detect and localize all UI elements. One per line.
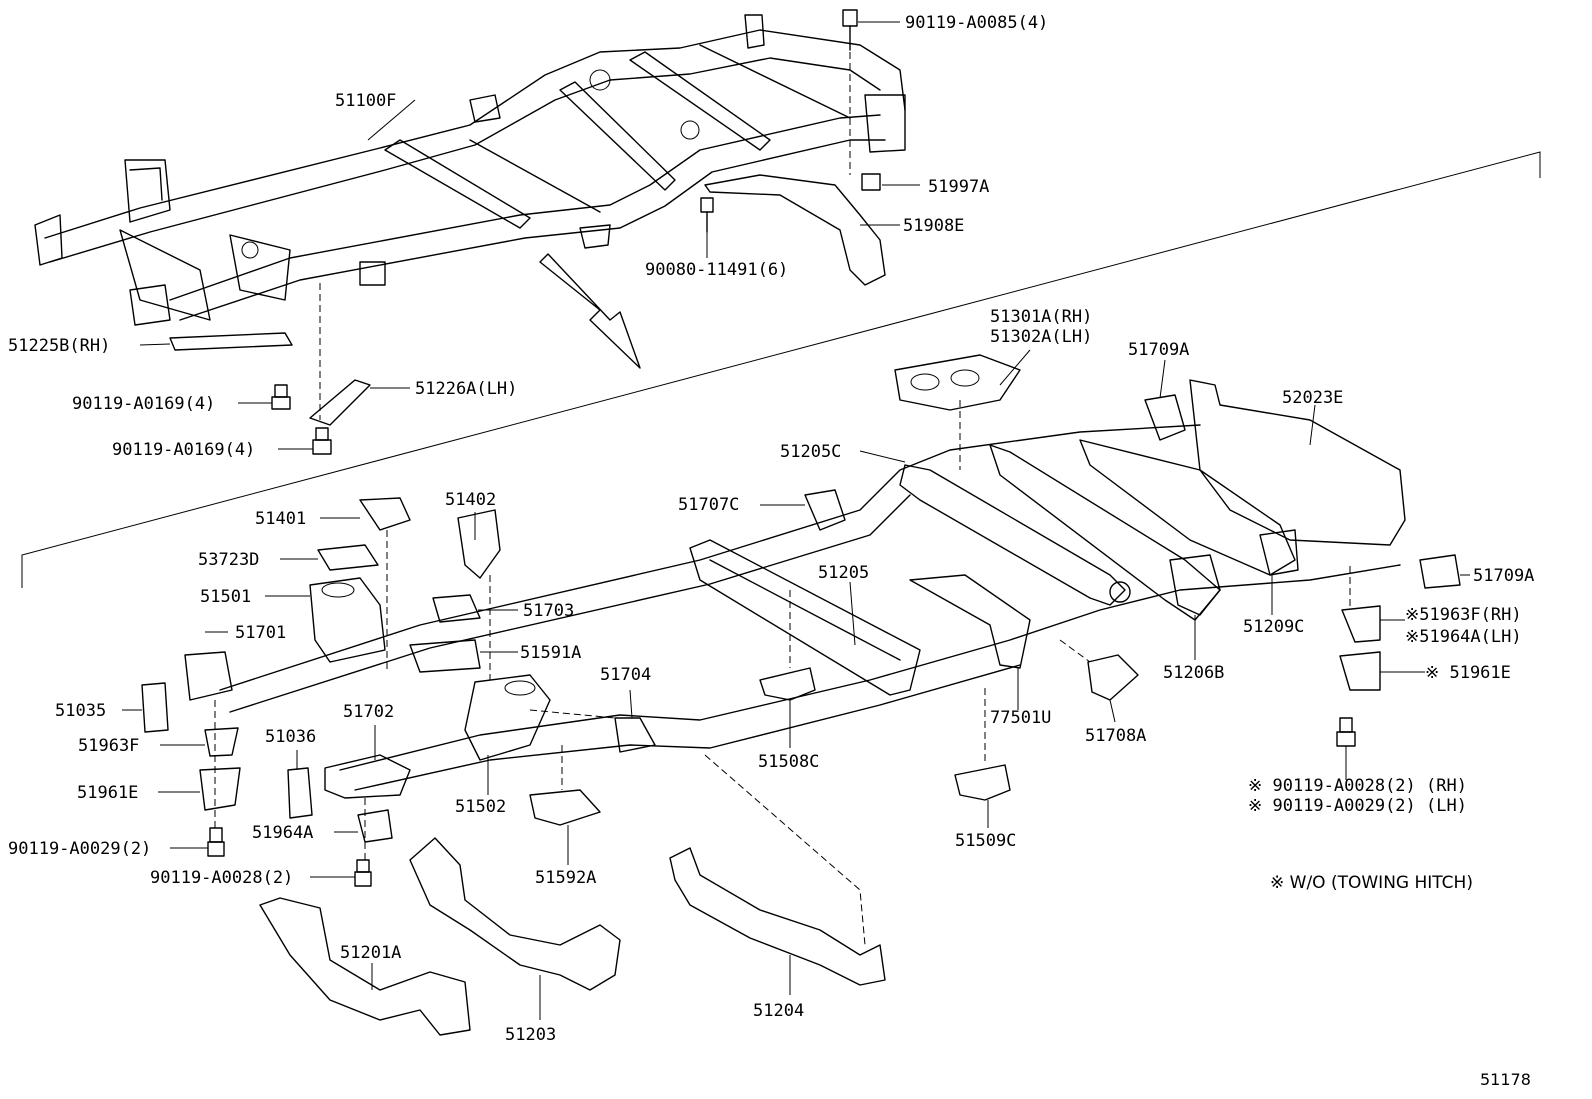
label-51963F-rh: ※51963F(RH) <box>1405 605 1522 625</box>
label-51209C: 51209C <box>1243 617 1304 637</box>
label-90119-A0028-rh: ※ 90119-A0028(2) (RH) <box>1248 776 1467 796</box>
label-51205: 51205 <box>818 563 869 583</box>
label-51709A-top: 51709A <box>1128 340 1189 360</box>
label-51704: 51704 <box>600 665 651 685</box>
label-90119-A0028: 90119-A0028(2) <box>150 868 293 888</box>
bolt-90119-A0169-a <box>271 384 291 410</box>
label-52023E: 52023E <box>1282 388 1343 408</box>
label-51225B: 51225B(RH) <box>8 336 110 356</box>
label-51708A: 51708A <box>1085 726 1146 746</box>
rear-bracket-51908E <box>704 173 886 286</box>
label-53723D: 53723D <box>198 550 259 570</box>
label-51592A: 51592A <box>535 868 596 888</box>
label-51707C: 51707C <box>678 495 739 515</box>
figure-number: 51178 <box>1480 1070 1531 1089</box>
bolt-90119-A0085 <box>842 9 858 51</box>
label-51035: 51035 <box>55 701 106 721</box>
label-51908E: 51908E <box>903 216 964 236</box>
label-51100F: 51100F <box>335 91 396 111</box>
exploded-frame <box>141 354 1461 1036</box>
label-51509C: 51509C <box>955 831 1016 851</box>
bolt-90080-11491 <box>700 197 714 233</box>
label-51963F: 51963F <box>78 736 139 756</box>
section-divider <box>21 151 1541 588</box>
frame-assembly-overview <box>34 14 906 326</box>
label-51508C: 51508C <box>758 752 819 772</box>
label-51961E: 51961E <box>77 783 138 803</box>
label-90119-A0169-b: 90119-A0169(4) <box>112 440 255 460</box>
label-90119-A0085: 90119-A0085(4) <box>905 13 1048 33</box>
label-51201A: 51201A <box>340 943 401 963</box>
label-51703: 51703 <box>523 601 574 621</box>
label-51302A: 51302A(LH) <box>990 327 1092 347</box>
label-51964A-lh: ※51964A(LH) <box>1405 627 1522 647</box>
label-51301A: 51301A(RH) <box>990 307 1092 327</box>
label-51036: 51036 <box>265 727 316 747</box>
label-51997A: 51997A <box>928 177 989 197</box>
label-51205C: 51205C <box>780 442 841 462</box>
label-90080-11491: 90080-11491(6) <box>645 260 788 280</box>
label-51402: 51402 <box>445 490 496 510</box>
label-51961E-right: ※ 51961E <box>1425 663 1511 683</box>
direction-arrow <box>539 253 641 369</box>
label-90119-A0169-a: 90119-A0169(4) <box>72 394 215 414</box>
towing-hitch-note: ※ W/O (TOWING HITCH) <box>1270 873 1473 893</box>
bracket-51226A <box>309 379 371 426</box>
label-90119-A0029-lh: ※ 90119-A0029(2) (LH) <box>1248 796 1467 816</box>
label-51226A: 51226A(LH) <box>415 379 517 399</box>
bracket-51225B <box>169 332 293 351</box>
label-51206B: 51206B <box>1163 663 1224 683</box>
label-51702: 51702 <box>343 702 394 722</box>
label-51501: 51501 <box>200 587 251 607</box>
label-51701: 51701 <box>235 623 286 643</box>
label-51203: 51203 <box>505 1025 556 1045</box>
label-51964A: 51964A <box>252 823 313 843</box>
label-51709A-right: 51709A <box>1473 566 1534 586</box>
label-51591A: 51591A <box>520 643 581 663</box>
label-51401: 51401 <box>255 509 306 529</box>
label-77501U: 77501U <box>990 708 1051 728</box>
callout-labels: 51100F 90119-A0085(4) 51997A 51908E 9008… <box>8 13 1534 1045</box>
assembly-guide-lines <box>214 52 1351 946</box>
label-90119-A0029: 90119-A0029(2) <box>8 839 151 859</box>
bolt-90119-A0169-b <box>312 427 332 455</box>
label-51204: 51204 <box>753 1001 804 1021</box>
label-51502: 51502 <box>455 797 506 817</box>
leader-lines <box>122 21 1470 1020</box>
